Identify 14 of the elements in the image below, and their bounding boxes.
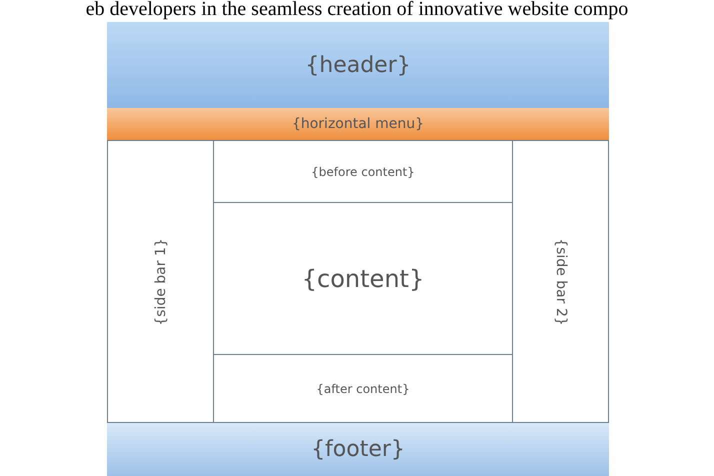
sidebar-panel <box>512 140 609 423</box>
section-label: {footer} <box>311 437 405 462</box>
text-line: eb developers in the seamless creation of innovative website compo <box>84 0 630 21</box>
section-label: {header} <box>305 52 411 78</box>
footer-bar <box>107 423 609 476</box>
section-label: {after content} <box>316 382 410 396</box>
sidebar-panel <box>107 140 214 423</box>
section-label: {side bar 1} <box>152 238 168 326</box>
section-label: {before content} <box>311 164 415 178</box>
header-bar <box>107 22 609 108</box>
menu-bar <box>107 108 609 140</box>
section-label: {side bar 2} <box>552 238 568 326</box>
section-label: {horizontal menu} <box>292 116 424 132</box>
section-label: {content} <box>302 264 424 292</box>
